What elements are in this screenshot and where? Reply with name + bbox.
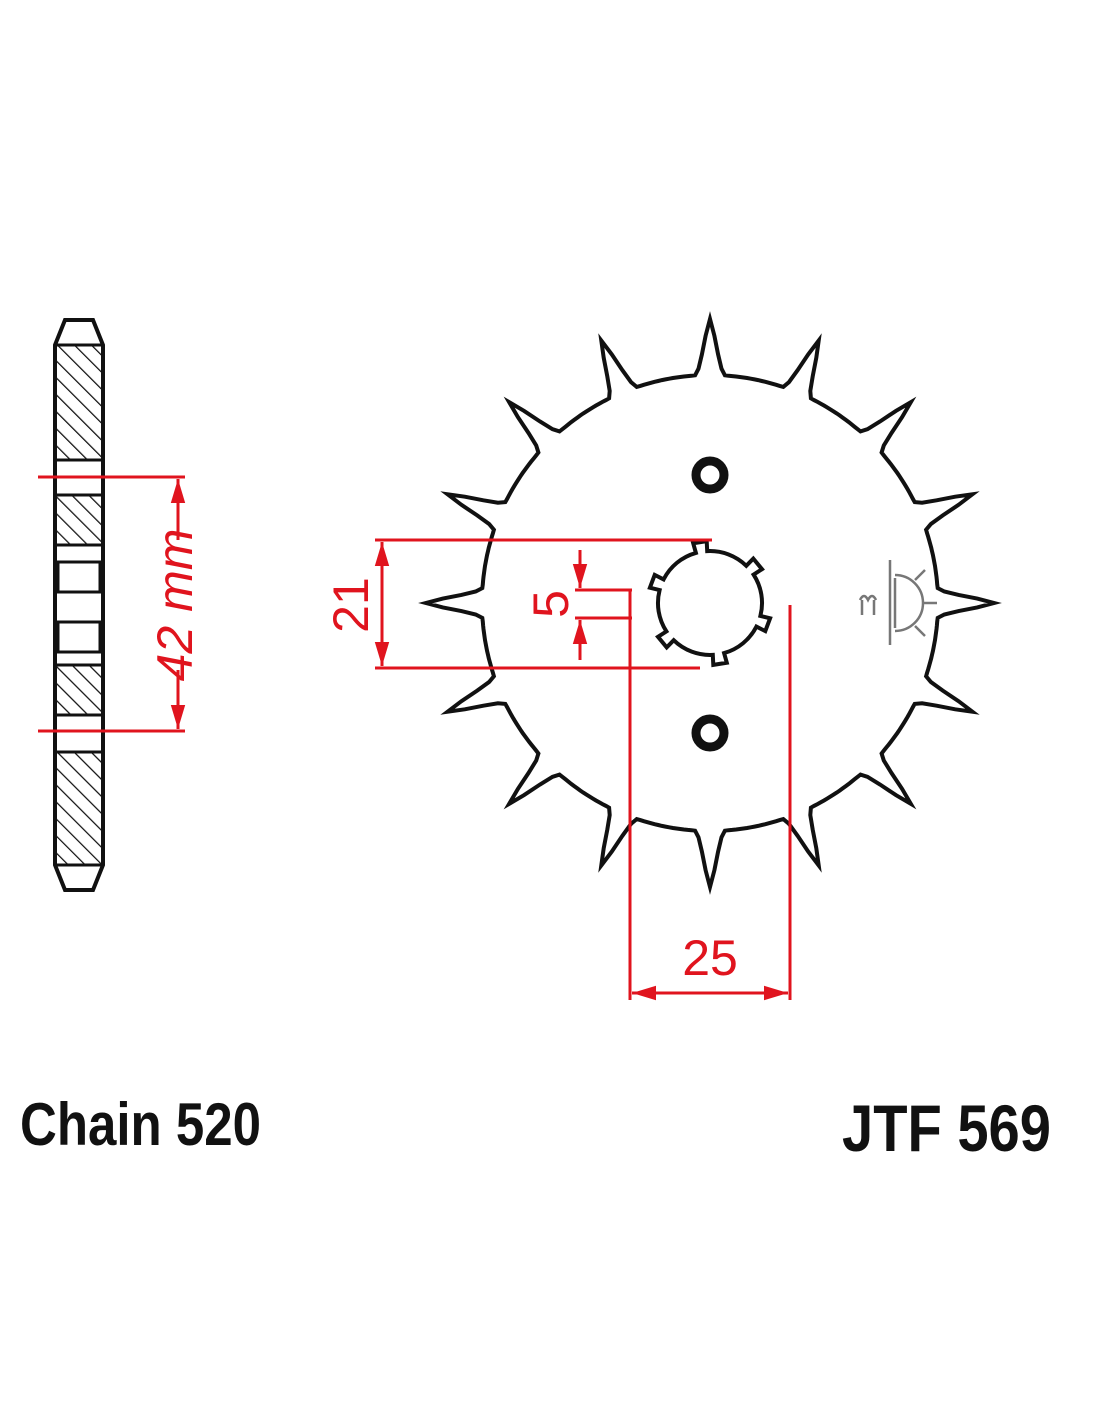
spline-bore-outline [647,538,773,668]
dim-5-label: 5 [523,590,579,618]
side-view [53,318,105,892]
sun-symbol-icon [858,560,937,645]
chain-label: Chain 520 [20,1091,261,1158]
dim-21-label: 21 [323,577,379,633]
dimension-lines [38,475,792,1001]
bolt-hole-top [691,456,729,494]
sprocket-outline [418,311,1002,895]
part-number: JTF 569 [842,1091,1051,1165]
dim-42mm-label: 42 mm [147,529,203,682]
dim-25-label: 25 [682,930,738,986]
bolt-hole-bottom [691,714,729,752]
